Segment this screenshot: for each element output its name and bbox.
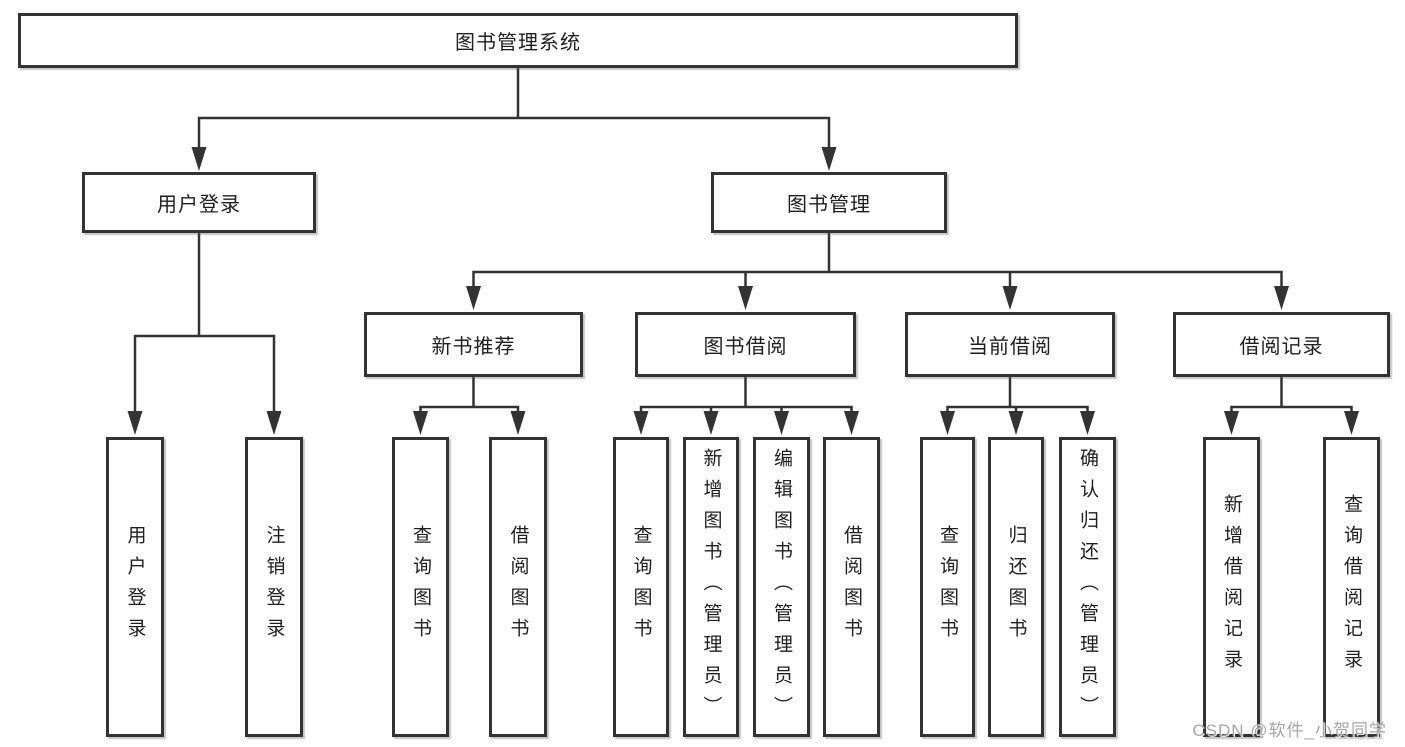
node-book-borrowing: 图书借阅 xyxy=(635,312,856,377)
node-label: 图书借阅 xyxy=(703,336,788,358)
leaf-borrow-books-borrowing: 借阅图书 xyxy=(823,437,880,737)
node-book-management: 图书管理 xyxy=(711,172,947,233)
arrowheads xyxy=(127,147,1359,435)
node-label: 借阅图书 xyxy=(841,525,862,649)
leaf-query-borrow-record: 查询借阅记录 xyxy=(1323,437,1380,737)
node-label: 用户登录 xyxy=(124,525,146,649)
leaf-query-books-borrowing: 查询图书 xyxy=(613,437,669,737)
node-label: 图书管理系统 xyxy=(455,32,581,54)
leaf-query-books-current: 查询图书 xyxy=(920,437,975,737)
leaf-return-books: 归还图书 xyxy=(988,437,1044,737)
node-current-borrowing: 当前借阅 xyxy=(905,312,1115,377)
leaf-query-books-recommend: 查询图书 xyxy=(392,437,449,737)
node-label: 查询图书 xyxy=(630,525,652,649)
leaf-add-book-admin: 新增图书（管理员） xyxy=(683,437,739,737)
node-label: 注销登录 xyxy=(263,525,285,649)
node-user-login: 用户登录 xyxy=(82,172,316,233)
node-label: 图书管理 xyxy=(787,194,871,216)
node-new-book-recommendation: 新书推荐 xyxy=(364,312,583,377)
watermark: CSDN @软件_小贺同学 xyxy=(1192,721,1387,740)
leaf-logout-login: 注销登录 xyxy=(245,437,303,737)
node-label: 确认归还（管理员） xyxy=(1077,447,1098,727)
node-library-management-system: 图书管理系统 xyxy=(18,13,1018,68)
node-label: 新书推荐 xyxy=(431,336,516,358)
leaf-add-borrow-record: 新增借阅记录 xyxy=(1203,437,1260,737)
leaf-confirm-return-admin: 确认归还（管理员） xyxy=(1059,437,1116,737)
node-label: 归还图书 xyxy=(1005,525,1027,649)
node-label: 查询图书 xyxy=(410,525,431,649)
node-borrowing-records: 借阅记录 xyxy=(1173,312,1390,377)
node-label: 新增图书（管理员） xyxy=(700,447,722,727)
node-label: 编辑图书（管理员） xyxy=(771,447,792,727)
node-label: 当前借阅 xyxy=(968,336,1052,358)
node-label: 借阅图书 xyxy=(507,525,529,649)
node-label: 借阅记录 xyxy=(1239,336,1324,358)
leaf-borrow-books-recommend: 借阅图书 xyxy=(489,437,547,737)
node-label: 用户登录 xyxy=(157,194,241,216)
leaf-edit-book-admin: 编辑图书（管理员） xyxy=(753,437,810,737)
node-label: 查询图书 xyxy=(937,525,958,649)
node-label: 查询借阅记录 xyxy=(1341,494,1362,680)
node-label: 新增借阅记录 xyxy=(1221,494,1242,680)
leaf-user-login: 用户登录 xyxy=(106,437,164,737)
